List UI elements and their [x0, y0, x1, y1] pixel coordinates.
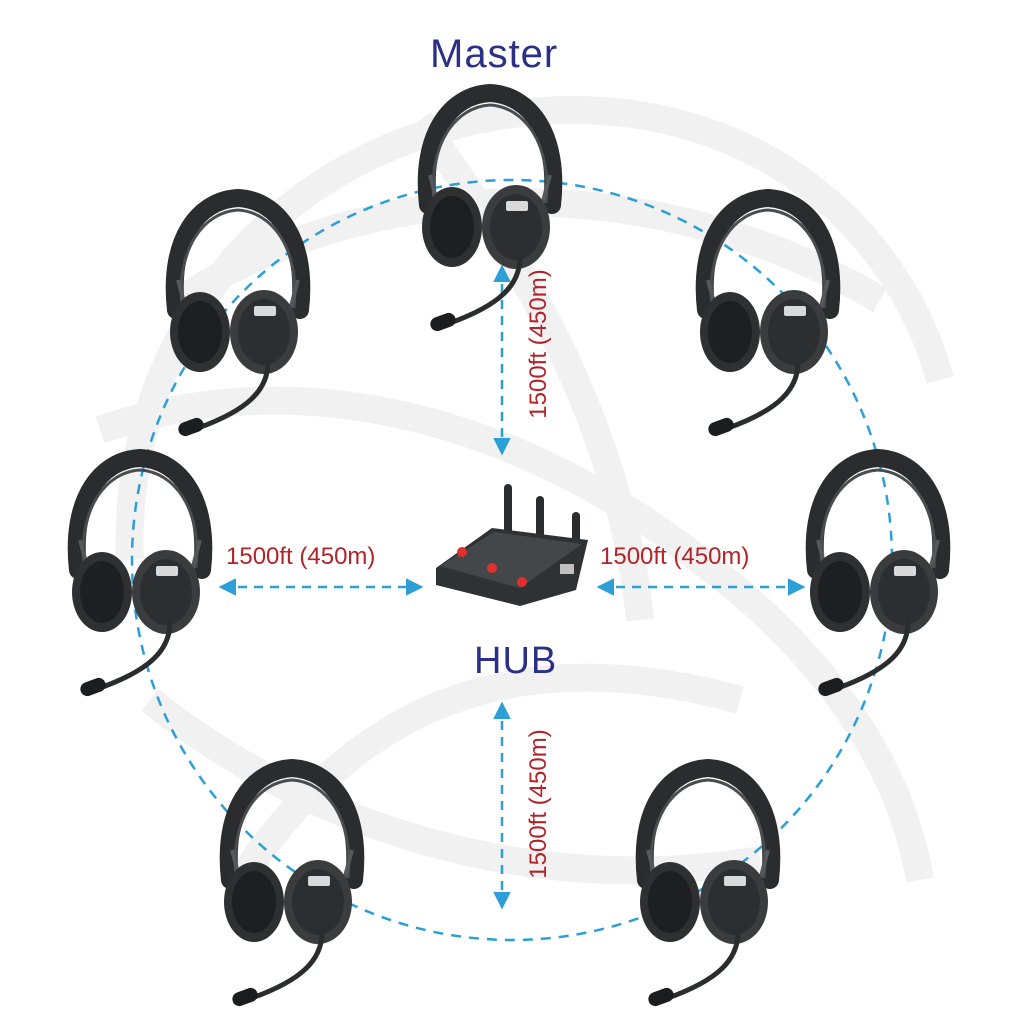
- range-label-left: 1500ft (450m): [226, 543, 376, 570]
- hub-label: HUB: [474, 640, 558, 682]
- range-arrows: [218, 264, 806, 910]
- range-label-down: 1500ft (450m): [525, 729, 552, 879]
- watermark-logo: [95, 95, 954, 888]
- hub-device-icon: [436, 484, 588, 606]
- master-label: Master: [430, 32, 559, 76]
- range-label-right: 1500ft (450m): [600, 543, 750, 570]
- range-label-up: 1500ft (450m): [525, 269, 552, 419]
- headset-lower-right-icon: [640, 768, 771, 1008]
- headset-middle-right-icon: [810, 458, 941, 698]
